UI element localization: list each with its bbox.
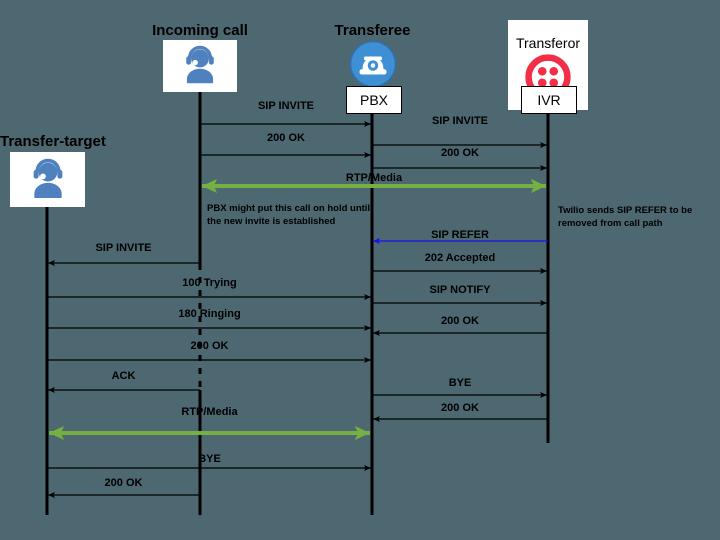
message-label-m5: RTP/Media <box>345 172 403 184</box>
message-label-m13: 200 OK <box>190 340 229 352</box>
actor-icon-box-transferee <box>349 40 397 88</box>
message-label-m15: BYE <box>448 377 472 389</box>
actor-title-incoming-call: Incoming call <box>152 22 248 39</box>
actor-title-transfer-target: Transfer-target <box>0 133 106 150</box>
message-label-m19: 200 OK <box>104 477 143 489</box>
telephone-circle-icon <box>349 40 397 88</box>
message-label-m6: SIP REFER <box>431 229 489 241</box>
message-label-m16: 200 OK <box>441 402 479 414</box>
message-label-m9: 100 Trying <box>182 277 237 289</box>
person-headset-icon <box>186 45 214 84</box>
pbx-hold-note: PBX might put this call on hold until th… <box>207 203 371 227</box>
message-label-m14: ACK <box>111 370 136 382</box>
message-label-m3: 200 OK <box>267 132 305 144</box>
actor-label-pbx: PBX <box>346 86 402 114</box>
message-label-m10: SIP NOTIFY <box>429 284 491 296</box>
message-label-m8: 202 Accepted <box>424 252 496 264</box>
message-label-m7: SIP INVITE <box>95 242 152 254</box>
actor-label-ivr: IVR <box>521 86 577 114</box>
message-label-m17: RTP/Media <box>181 406 238 418</box>
messages-group <box>47 121 548 498</box>
message-label-m1: SIP INVITE <box>257 100 315 112</box>
message-label-m2: SIP INVITE <box>431 115 489 127</box>
message-label-m4: 200 OK <box>441 147 479 159</box>
message-label-m11: 180 Ringing <box>178 308 241 320</box>
twilio-refer-note: Twilio sends SIP REFER to be removed fro… <box>558 205 693 229</box>
message-label-m18: BYE <box>198 453 221 465</box>
actor-icon-box-incoming-call <box>163 40 237 92</box>
actor-icon-box-transfer-target <box>10 152 85 207</box>
message-label-m12: 200 OK <box>441 315 479 327</box>
actor-title-transferee: Transferee <box>334 22 411 39</box>
actor-title-transferor: Transferor <box>515 34 581 51</box>
person-headset-icon <box>33 158 62 198</box>
